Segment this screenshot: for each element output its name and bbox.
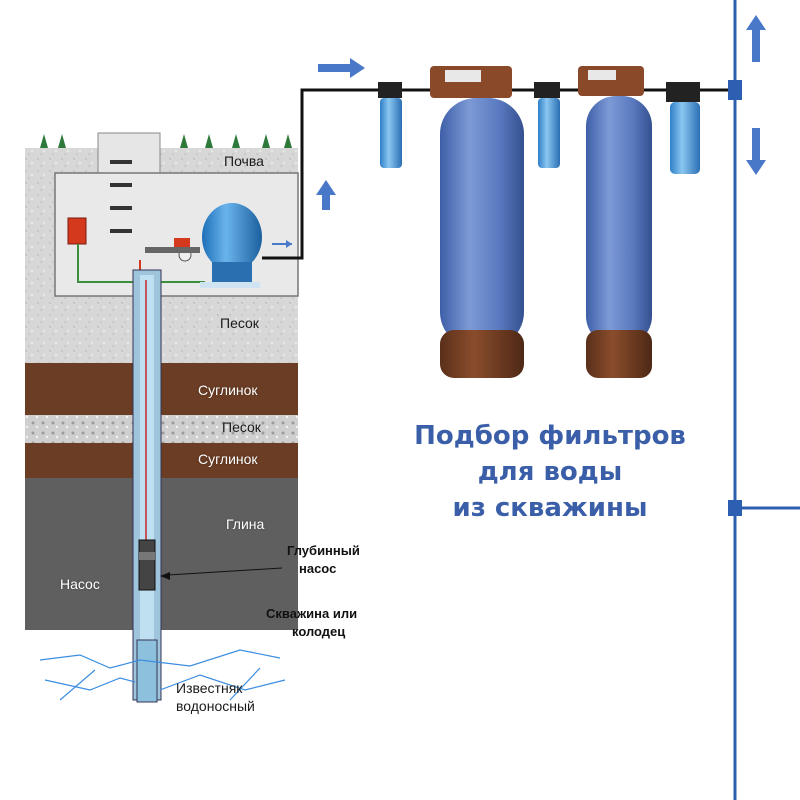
label-limestone-2: водоносный xyxy=(176,698,255,714)
callout-deep-pump-line1: Глубинный xyxy=(287,543,360,558)
grass-icon xyxy=(40,134,292,148)
cartridge-filter-2 xyxy=(534,82,560,168)
label-loam-2: Суглинок xyxy=(198,451,258,467)
label-clay: Глина xyxy=(226,516,265,532)
aquifer-cracks xyxy=(39,649,286,701)
label-sand: Песок xyxy=(220,315,259,331)
callout-well-line2: колодец xyxy=(292,624,346,639)
cartridge-filter-1 xyxy=(378,82,402,168)
softener-tank-1 xyxy=(430,66,524,378)
arrow-up-icon xyxy=(316,180,336,210)
pressure-tank xyxy=(145,203,262,288)
callout-well-line1: Скважина или xyxy=(266,606,358,621)
supply-pipe xyxy=(262,88,375,260)
softener-tank-2 xyxy=(578,66,652,378)
label-sand-2: Песок xyxy=(222,419,261,435)
cartridge-filter-3 xyxy=(666,82,700,174)
label-pump-layer: Насос xyxy=(60,576,100,592)
headline: Подбор фильтров для воды из скважины xyxy=(370,418,730,526)
label-loam-1: Суглинок xyxy=(198,382,258,398)
control-box xyxy=(67,217,87,245)
pump-pointer xyxy=(160,567,283,580)
callout-deep-pump-line2: насос xyxy=(299,561,337,576)
headline-line-3: из скважины xyxy=(452,493,648,523)
headline-line-2: для воды xyxy=(477,457,623,487)
callout-deep-pump: Глубинный насос xyxy=(287,542,360,578)
deep-pump xyxy=(138,539,156,591)
label-soil: Почва xyxy=(224,153,264,169)
arrow-right-icon xyxy=(318,58,365,78)
label-limestone-1: Известняк xyxy=(176,680,243,696)
headline-line-1: Подбор фильтров xyxy=(414,421,686,451)
well-casing xyxy=(132,269,162,703)
arrow-down-icon xyxy=(746,128,766,175)
riser-pipe xyxy=(728,0,800,800)
arrow-up-icon xyxy=(746,15,766,62)
callout-well: Скважина или колодец xyxy=(266,605,357,641)
